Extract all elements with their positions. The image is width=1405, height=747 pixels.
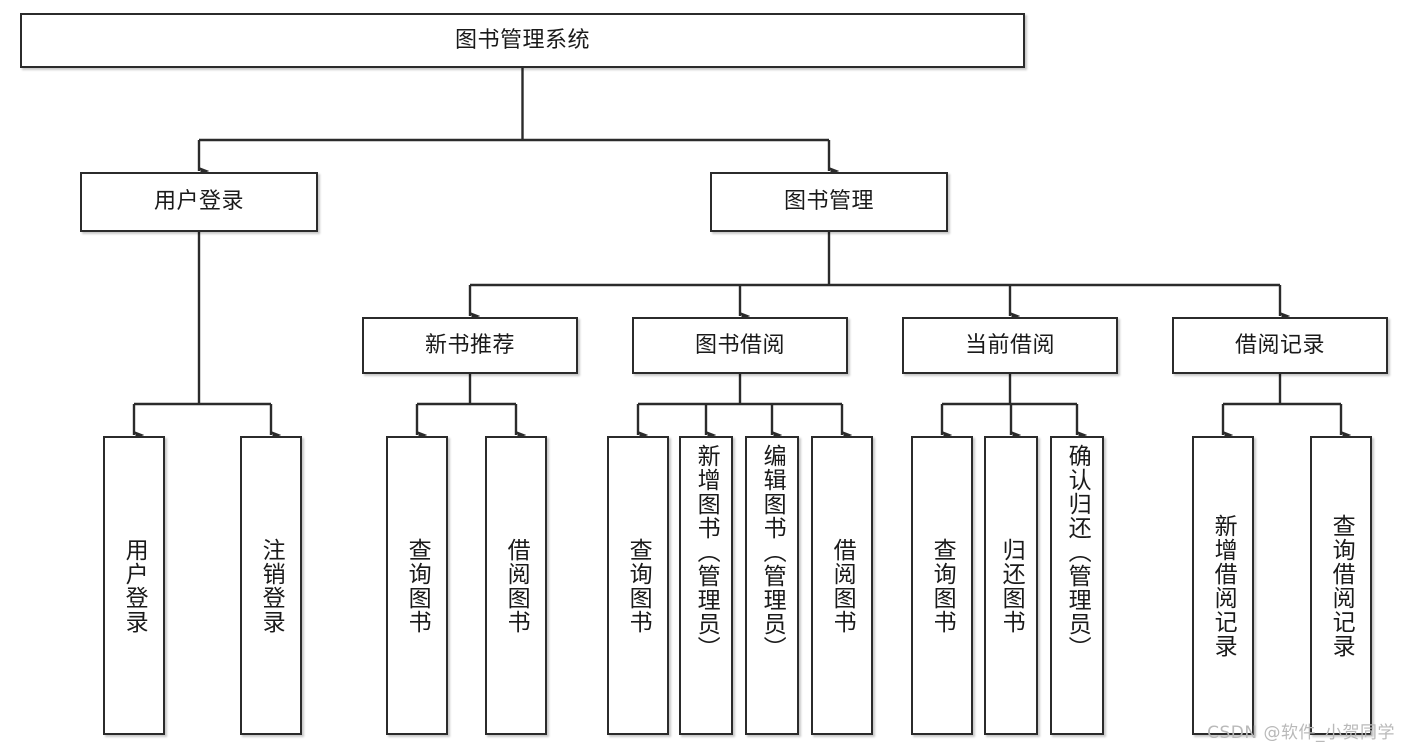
node-label: 当前借阅 bbox=[964, 332, 1055, 358]
node-user-login[interactable]: 用户登录 bbox=[80, 172, 318, 232]
node-label: 借阅图书 bbox=[829, 537, 856, 634]
node-label: 查询图书 bbox=[625, 537, 652, 634]
node-label: 编辑图书（管理员） bbox=[759, 444, 786, 660]
leaf-add-book-admin[interactable]: 新增图书（管理员） bbox=[679, 436, 733, 735]
leaf-borrow-book-borrow[interactable]: 借阅图书 bbox=[811, 436, 873, 735]
leaf-query-book-borrow[interactable]: 查询图书 bbox=[607, 436, 669, 735]
node-new-book-recommend[interactable]: 新书推荐 bbox=[362, 317, 578, 374]
node-label: 新增借阅记录 bbox=[1210, 513, 1237, 658]
node-label: 用户登录 bbox=[121, 537, 148, 634]
leaf-add-borrow-record[interactable]: 新增借阅记录 bbox=[1192, 436, 1254, 735]
node-label: 新增图书（管理员） bbox=[693, 444, 720, 660]
node-root[interactable]: 图书管理系统 bbox=[20, 13, 1025, 68]
leaf-query-book-recommend[interactable]: 查询图书 bbox=[386, 436, 448, 735]
csdn-watermark: CSDN @软件_小贺同学 bbox=[1207, 723, 1395, 743]
node-label: 借阅记录 bbox=[1234, 332, 1325, 358]
node-borrow-record[interactable]: 借阅记录 bbox=[1172, 317, 1388, 374]
leaf-confirm-return-admin[interactable]: 确认归还（管理员） bbox=[1050, 436, 1104, 735]
leaf-user-login[interactable]: 用户登录 bbox=[103, 436, 165, 735]
node-book-borrow[interactable]: 图书借阅 bbox=[632, 317, 848, 374]
node-label: 归还图书 bbox=[998, 537, 1025, 634]
leaf-edit-book-admin[interactable]: 编辑图书（管理员） bbox=[745, 436, 799, 735]
node-label: 确认归还（管理员） bbox=[1064, 444, 1091, 660]
node-label: 查询图书 bbox=[929, 537, 956, 634]
node-label: 注销登录 bbox=[258, 537, 285, 634]
node-label: 图书借阅 bbox=[694, 332, 785, 358]
node-label: 新书推荐 bbox=[424, 332, 515, 358]
leaf-return-book[interactable]: 归还图书 bbox=[984, 436, 1038, 735]
node-label: 图书管理 bbox=[783, 189, 874, 215]
node-label: 查询借阅记录 bbox=[1328, 513, 1355, 658]
leaf-borrow-book-recommend[interactable]: 借阅图书 bbox=[485, 436, 547, 735]
node-book-manage[interactable]: 图书管理 bbox=[710, 172, 948, 232]
leaf-query-book-current[interactable]: 查询图书 bbox=[911, 436, 973, 735]
node-label: 图书管理系统 bbox=[454, 27, 590, 53]
leaf-query-borrow-record[interactable]: 查询借阅记录 bbox=[1310, 436, 1372, 735]
node-current-borrow[interactable]: 当前借阅 bbox=[902, 317, 1118, 374]
node-label: 借阅图书 bbox=[503, 537, 530, 634]
node-label: 查询图书 bbox=[404, 537, 431, 634]
node-label: 用户登录 bbox=[153, 189, 244, 215]
leaf-logout[interactable]: 注销登录 bbox=[240, 436, 302, 735]
